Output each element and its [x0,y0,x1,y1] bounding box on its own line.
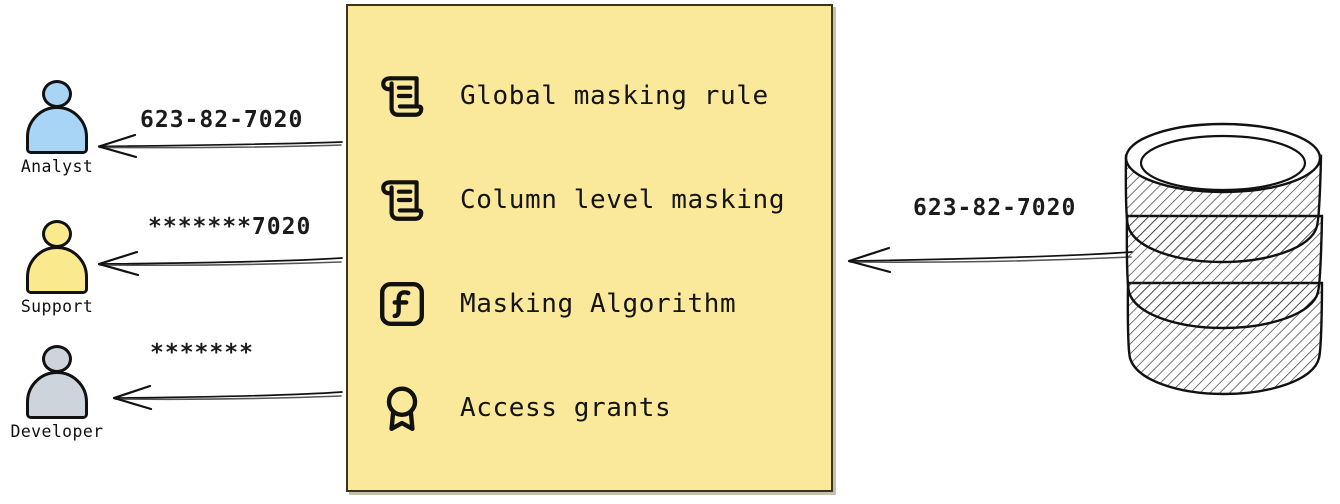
function-icon [374,276,430,332]
user-body-shape [26,106,88,154]
policy-item-access-grants[interactable]: Access grants [374,356,819,460]
user-icon [18,343,96,421]
flow-arrow-analyst [95,130,345,160]
flow-arrow-database [845,244,1135,276]
scroll-icon [374,172,430,228]
persona-developer: Developer [2,343,112,441]
policy-panel: Global masking rule Column level masking [346,4,833,492]
flow-label-developer: ******* [150,340,254,366]
user-icon [18,78,96,156]
flow-label-analyst: 623-82-7020 [140,107,304,133]
policy-item-label: Global masking rule [460,81,769,111]
scroll-icon [374,68,430,124]
database-cylinder-icon [1118,118,1333,408]
persona-analyst: Analyst [2,78,112,176]
user-body-shape [26,371,88,419]
persona-support: Support [2,218,112,316]
policy-item-label: Column level masking [460,185,786,215]
user-head-shape [42,345,72,373]
user-head-shape [42,220,72,248]
persona-developer-label: Developer [10,422,104,441]
persona-analyst-label: Analyst [20,157,94,176]
flow-label-database: 623-82-7020 [913,195,1077,221]
flow-arrow-support [95,248,345,278]
policy-item-list: Global masking rule Column level masking [374,44,819,460]
user-head-shape [42,80,72,108]
flow-label-support: *******7020 [148,214,312,240]
flow-arrow-developer [110,382,345,412]
policy-item-label: Access grants [460,393,672,423]
persona-support-label: Support [20,297,94,316]
award-icon [374,380,430,436]
policy-item-label: Masking Algorithm [460,289,737,319]
user-body-shape [26,246,88,294]
user-icon [18,218,96,296]
policy-item-global-masking-rule[interactable]: Global masking rule [374,44,819,148]
policy-item-column-level-masking[interactable]: Column level masking [374,148,819,252]
policy-item-masking-algorithm[interactable]: Masking Algorithm [374,252,819,356]
